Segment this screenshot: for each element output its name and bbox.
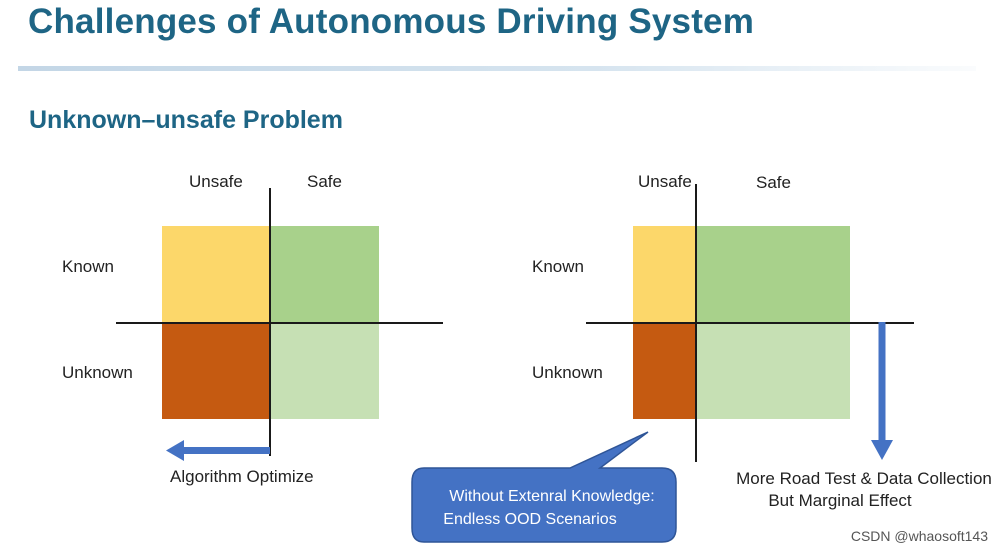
- right-unknown-unsafe-cell: [633, 323, 696, 419]
- slide-subtitle: Unknown–unsafe Problem: [29, 106, 343, 134]
- slide-title: Challenges of Autonomous Driving System: [28, 2, 755, 41]
- left-unknown-safe-cell: [270, 323, 379, 419]
- right-col-unsafe-label: Unsafe: [638, 172, 692, 191]
- right-row-unknown-label: Unknown: [532, 363, 603, 382]
- left-row-unknown-label: Unknown: [62, 363, 133, 382]
- right-horizontal-axis: [586, 322, 914, 324]
- right-down-arrow-icon: [871, 322, 893, 460]
- right-arrow-caption-line2: But Marginal Effect: [768, 491, 912, 510]
- right-known-safe-cell: [696, 226, 850, 323]
- title-underline: [18, 66, 976, 71]
- left-arrow-caption: Algorithm Optimize: [170, 467, 314, 486]
- left-arrow-icon: [166, 440, 270, 461]
- right-unknown-safe-cell: [696, 323, 850, 419]
- left-known-safe-cell: [270, 226, 379, 323]
- callout-text-line2: Endless OOD Scenarios: [443, 511, 617, 528]
- right-arrow-caption-line1: More Road Test & Data Collection: [736, 469, 992, 488]
- left-known-unsafe-cell: [162, 226, 270, 323]
- callout-text-line1: Without Extenral Knowledge:: [449, 488, 655, 505]
- right-row-known-label: Known: [532, 257, 584, 276]
- watermark-text: CSDN @whaosoft143: [850, 528, 988, 544]
- left-col-unsafe-label: Unsafe: [189, 172, 243, 191]
- left-row-known-label: Known: [62, 257, 114, 276]
- right-known-unsafe-cell: [633, 226, 696, 323]
- right-col-safe-label: Safe: [756, 173, 791, 192]
- left-col-safe-label: Safe: [307, 172, 342, 191]
- left-unknown-unsafe-cell: [162, 323, 270, 419]
- left-horizontal-axis: [116, 322, 443, 324]
- callout-bubble: [411, 431, 677, 543]
